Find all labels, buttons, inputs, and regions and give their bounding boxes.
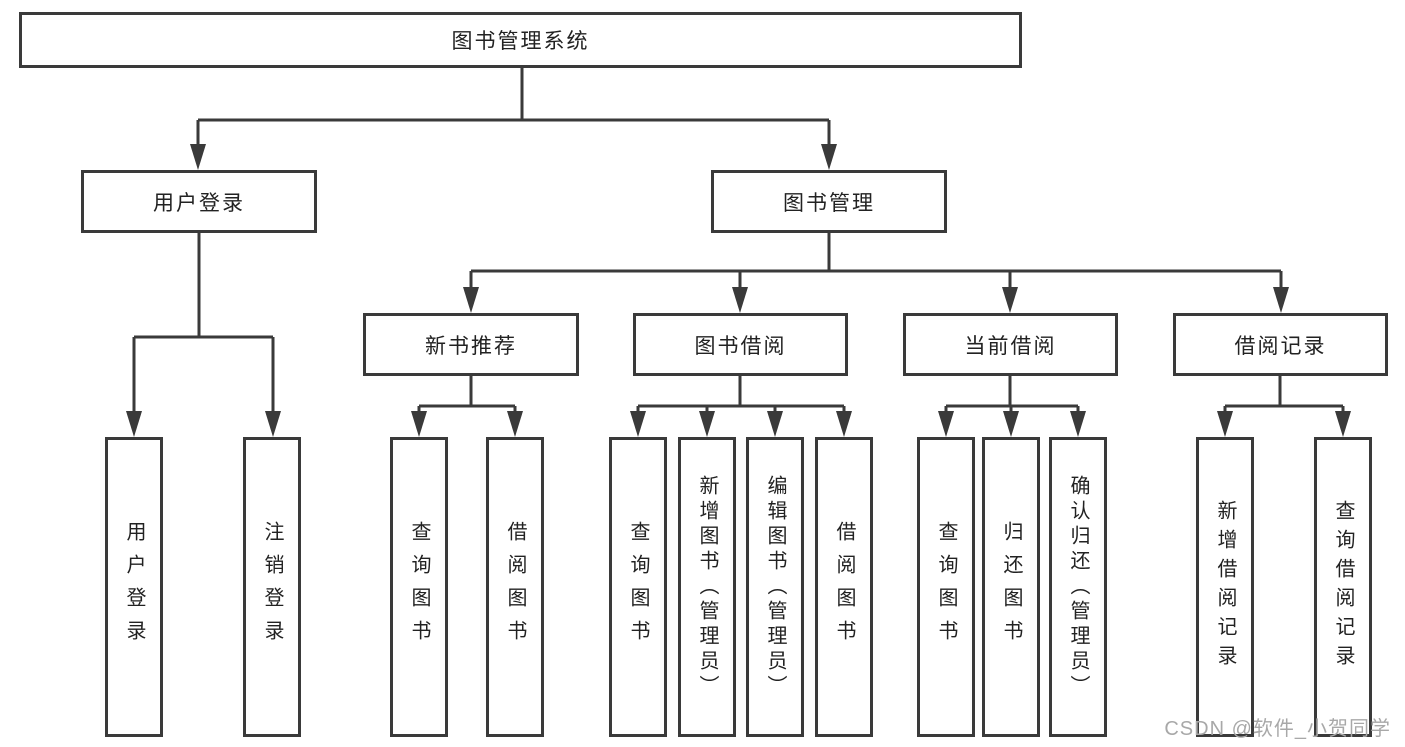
leaf-confirm-return-admin: 确认归还（管理员） — [1049, 437, 1107, 737]
csdn-watermark: CSDN @软件_小贺同学 — [1164, 718, 1391, 740]
leaf-add-books-admin: 新增图书（管理员） — [678, 437, 736, 737]
leaf-logout: 注销登录 — [243, 437, 301, 737]
node-book-management: 图书管理 — [711, 170, 947, 233]
node-user-login: 用户登录 — [81, 170, 317, 233]
leaf-add-borrow-record: 新增借阅记录 — [1196, 437, 1254, 737]
leaf-edit-books-admin: 编辑图书（管理员） — [746, 437, 804, 737]
node-book-borrow: 图书借阅 — [633, 313, 848, 376]
node-borrow-records: 借阅记录 — [1173, 313, 1388, 376]
leaf-query-books-current: 查询图书 — [917, 437, 975, 737]
leaf-borrow-books-recommend: 借阅图书 — [486, 437, 544, 737]
leaf-query-borrow-record: 查询借阅记录 — [1314, 437, 1372, 737]
node-new-book-recommend: 新书推荐 — [363, 313, 579, 376]
leaf-borrow-books: 借阅图书 — [815, 437, 873, 737]
node-root-system: 图书管理系统 — [19, 12, 1022, 68]
leaf-query-books-borrow: 查询图书 — [609, 437, 667, 737]
leaf-query-books-recommend: 查询图书 — [390, 437, 448, 737]
node-current-borrow: 当前借阅 — [903, 313, 1118, 376]
leaf-return-books: 归还图书 — [982, 437, 1040, 737]
leaf-user-login: 用户登录 — [105, 437, 163, 737]
